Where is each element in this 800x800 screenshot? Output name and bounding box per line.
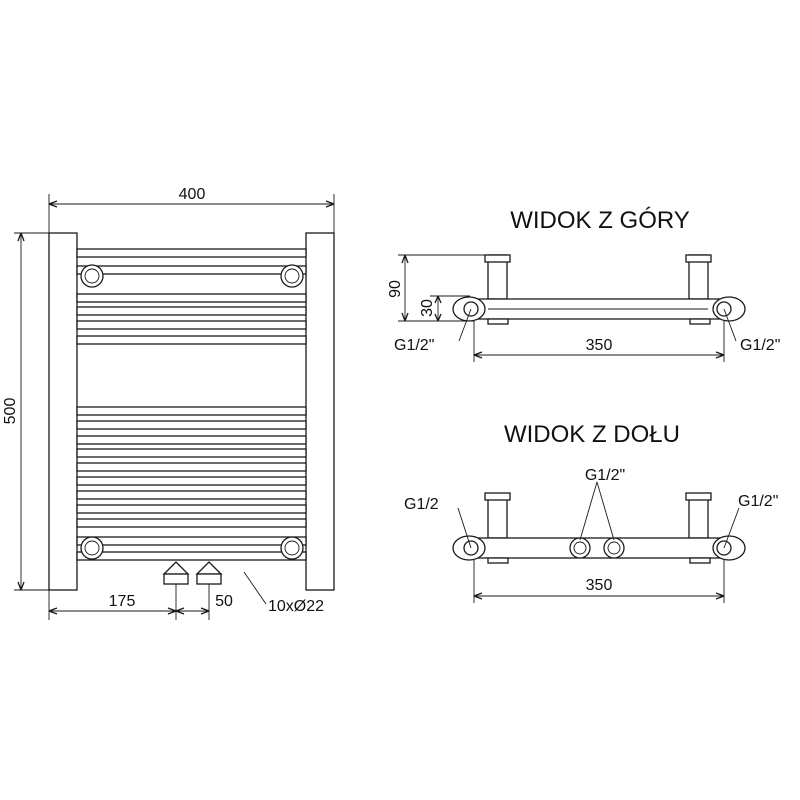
rung-6 [76, 335, 307, 345]
top-dimension-spacing: 350 [586, 337, 613, 354]
rung-5 [76, 320, 307, 330]
rung-7 [76, 406, 307, 416]
mounting-bracket-bottom-right [280, 536, 304, 560]
bottom-center-connection-b [603, 537, 625, 559]
dimension-depth-90: 90 [387, 280, 404, 298]
dimension-height: 500 [2, 398, 19, 425]
left-column [48, 232, 78, 591]
rung-13 [76, 490, 307, 500]
rung-17 [76, 551, 307, 561]
rung-2 [76, 265, 307, 275]
top-connection-right-label: G1/2" [740, 337, 780, 354]
mounting-bracket-top-right [280, 264, 304, 288]
dimension-width: 400 [179, 186, 206, 203]
mounting-bracket-top-left [80, 264, 104, 288]
top-connection-left [452, 296, 486, 322]
bottom-bracket-left [487, 495, 508, 539]
valve-left [162, 561, 190, 585]
bottom-main-bar [473, 537, 725, 559]
bottom-connection-right-label: G1/2" [738, 493, 778, 510]
rung-15 [76, 518, 307, 528]
top-connection-left-label: G1/2" [394, 337, 434, 354]
rung-8 [76, 420, 307, 430]
right-column [305, 232, 335, 591]
bottom-bracket-right [688, 495, 709, 539]
top-view: WIDOK Z GÓRY 90 30 [387, 207, 780, 362]
rung-1 [76, 248, 307, 258]
rung-14 [76, 504, 307, 514]
rung-11 [76, 462, 307, 472]
bottom-view-title: WIDOK Z DOŁU [504, 421, 680, 448]
rung-12 [76, 476, 307, 486]
rung-10 [76, 448, 307, 458]
rung-3 [76, 293, 307, 303]
bottom-connection-left [452, 535, 486, 561]
dimension-pipe-spacing-50: 50 [215, 593, 233, 610]
rung-4 [76, 306, 307, 316]
rung-16 [76, 536, 307, 546]
top-connection-right [712, 296, 746, 322]
bottom-connection-right [712, 535, 746, 561]
bottom-view: WIDOK Z DOŁU 35 [404, 421, 778, 603]
rungs-group [76, 248, 307, 561]
front-view: 400 500 175 50 10xØ22 [2, 186, 335, 620]
bottom-connection-center-label: G1/2" [585, 467, 625, 484]
valve-right [195, 561, 223, 585]
bottom-connection-left-label: G1/2 [404, 496, 439, 513]
mounting-bracket-bottom-left [80, 536, 104, 560]
bottom-center-connection-a [569, 537, 591, 559]
bottom-dimension-spacing: 350 [586, 577, 613, 594]
dimension-axis-30: 30 [419, 299, 436, 317]
rung-9 [76, 435, 307, 445]
tubes-label: 10xØ22 [268, 598, 324, 615]
dimension-offset-175: 175 [109, 593, 136, 610]
top-view-title: WIDOK Z GÓRY [510, 207, 690, 234]
